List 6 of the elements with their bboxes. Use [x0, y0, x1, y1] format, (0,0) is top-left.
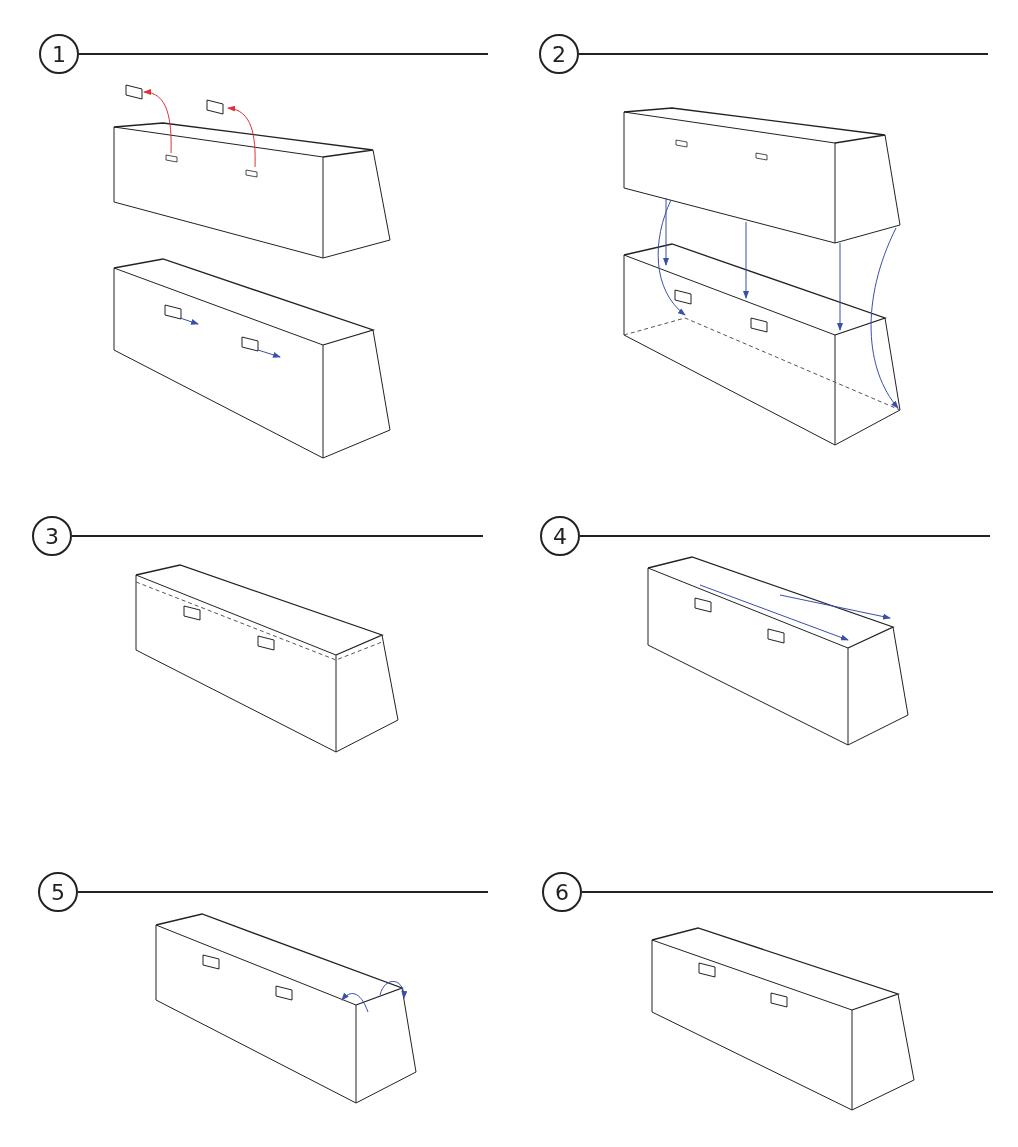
step-number: 2 — [539, 34, 579, 74]
step-number: 3 — [32, 516, 72, 556]
step-number: 4 — [540, 516, 580, 556]
step-number: 5 — [38, 872, 78, 912]
step-number: 6 — [542, 872, 582, 912]
step-number: 1 — [39, 34, 79, 74]
